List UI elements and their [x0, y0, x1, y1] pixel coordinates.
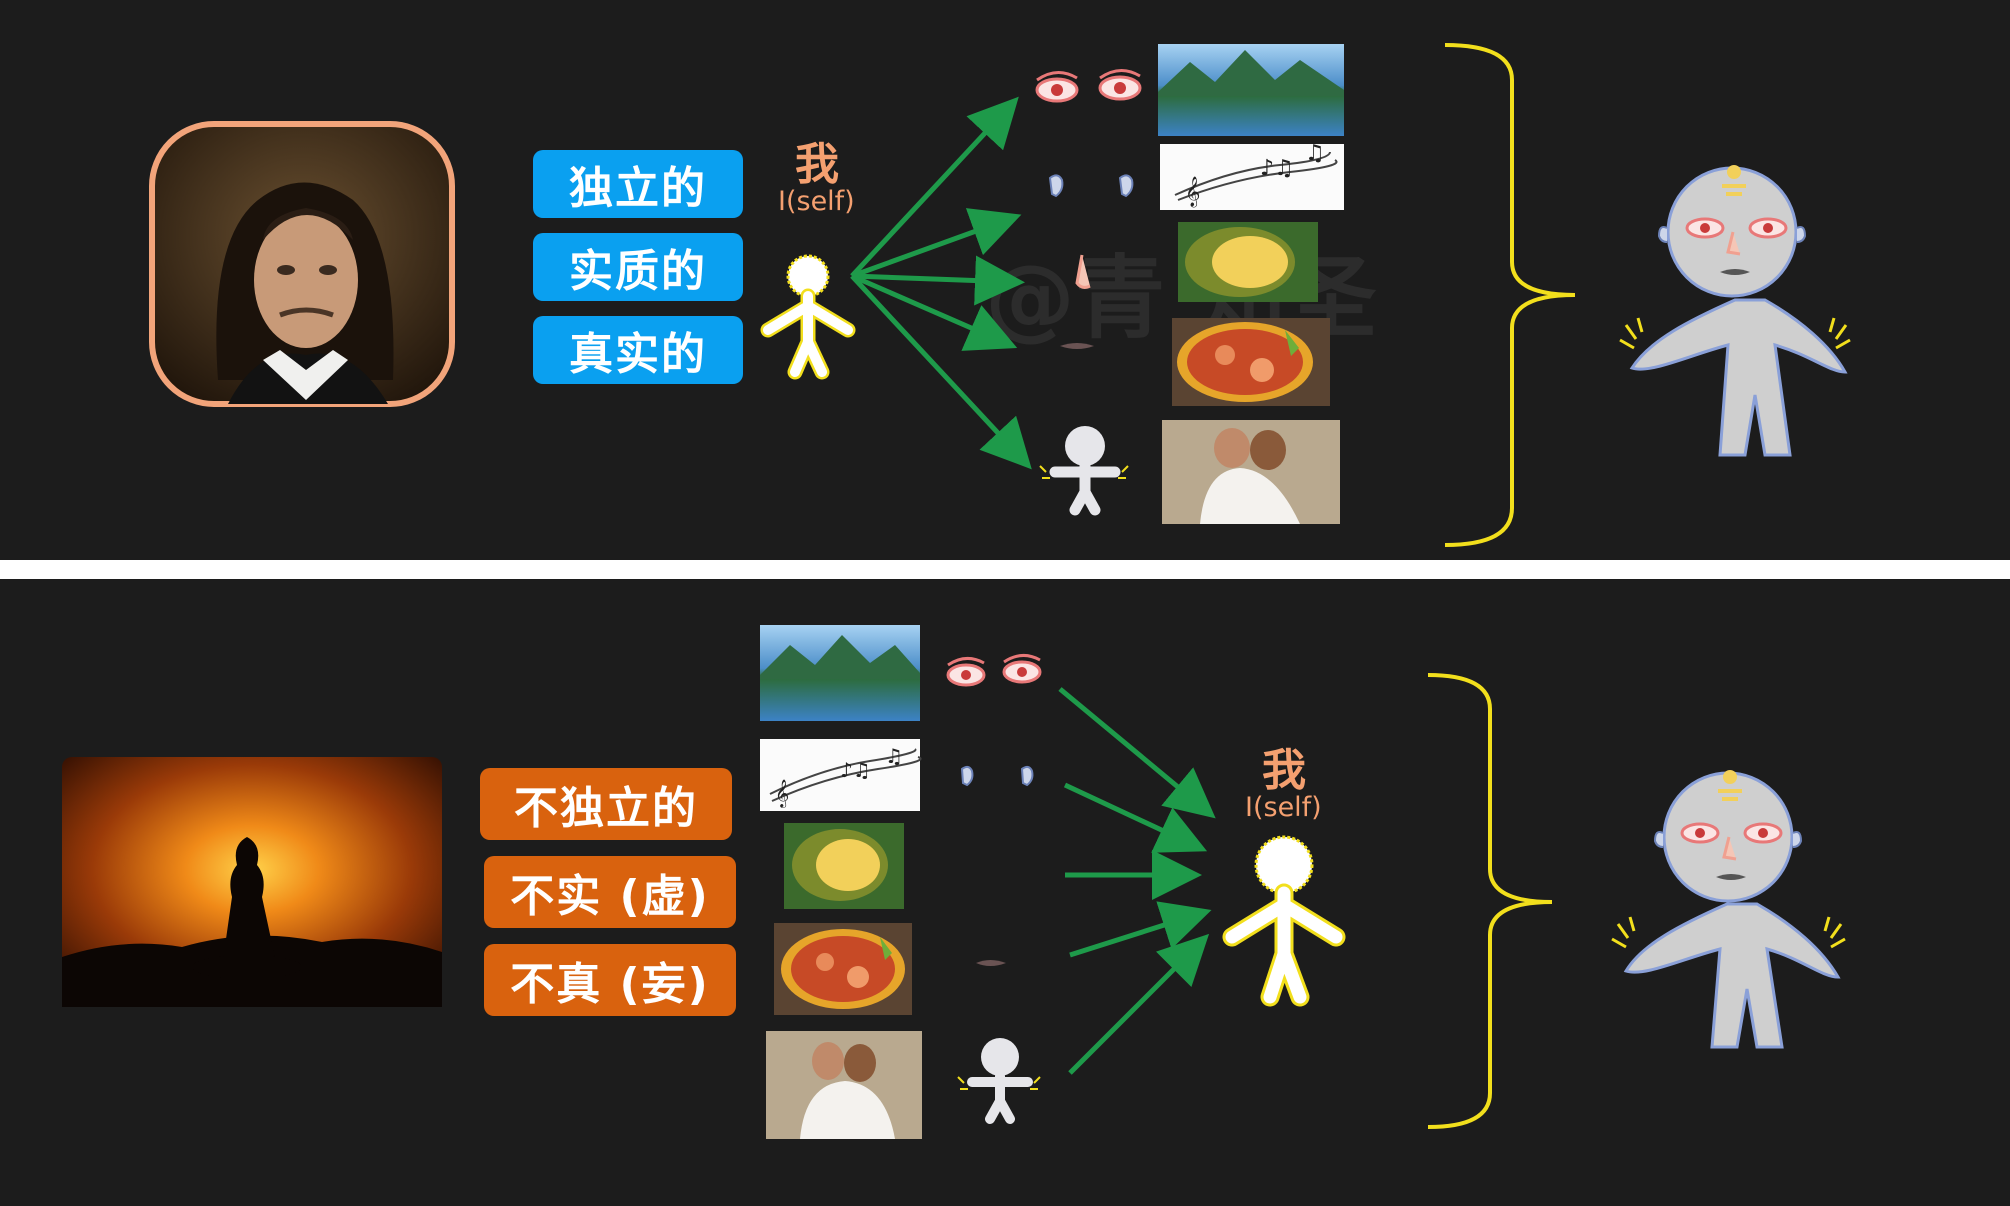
- incoming-arrows: [1058, 687, 1216, 1075]
- label-not-true-illusory: 不真 (妄): [484, 944, 736, 1016]
- label-real: 真实的: [533, 316, 743, 384]
- label-independent: 独立的: [533, 150, 743, 218]
- arrow-from-ears: [1063, 782, 1208, 853]
- ears-icon: [960, 765, 1034, 787]
- self-char: 我: [795, 139, 839, 190]
- self-english: I(self): [778, 186, 855, 217]
- body-icon: [1039, 426, 1129, 516]
- buddha-sunset-image: [62, 757, 442, 1007]
- arrow-from-eyes: [1058, 687, 1216, 819]
- embrace-image: [1162, 420, 1340, 524]
- self-english: I(self): [1245, 792, 1322, 823]
- brace: [1427, 673, 1553, 1129]
- outgoing-arrows: [850, 96, 1032, 470]
- music-image: 𝄞 ♪♫ ♫: [1160, 141, 1344, 210]
- panel-bottom: 不独立的 不实 (虚) 不真 (妄) 我 I(self) 𝄞 ♪♫ ♫: [0, 579, 2010, 1206]
- svg-text:♪♫: ♪♫: [840, 758, 871, 782]
- panel-divider: [0, 560, 2010, 579]
- whole-self-figure: [1619, 165, 1851, 457]
- bottom-diagram: 𝄞 ♪♫ ♫: [760, 625, 1846, 1139]
- ears-icon: [1048, 174, 1134, 198]
- arrow-from-mouth: [1069, 901, 1212, 958]
- body-icon: [957, 1038, 1041, 1124]
- eyes-icon: [946, 654, 1042, 687]
- food-image: [1172, 318, 1330, 406]
- top-diagram: 𝄞 ♪♫ ♫: [760, 43, 1851, 547]
- mouth-icon: [976, 960, 1006, 966]
- arrow-to-mouth: [851, 273, 1018, 351]
- mouth-icon: [1060, 343, 1094, 349]
- durian-image: [1178, 222, 1318, 302]
- label-substantial: 实质的: [533, 233, 743, 301]
- whole-self-figure: [1611, 770, 1846, 1049]
- landscape-image: [760, 625, 920, 721]
- food-image: [774, 923, 912, 1015]
- music-image: 𝄞 ♪♫ ♫: [760, 739, 922, 811]
- arrow-to-ears: [851, 208, 1022, 279]
- label-not-independent: 不独立的: [480, 768, 732, 840]
- portrait-image: [149, 121, 455, 407]
- arrow-to-eyes: [850, 96, 1019, 278]
- durian-image: [784, 823, 904, 909]
- self-char: 我: [1262, 745, 1306, 796]
- landscape-image: [1158, 44, 1344, 136]
- panel-top: @青 知圣 独立的 实质的 真实的 我 I(self): [0, 0, 2010, 560]
- svg-text:♪♫: ♪♫: [1260, 156, 1294, 181]
- embrace-image: [766, 1031, 922, 1139]
- svg-text:♫: ♫: [1305, 141, 1325, 166]
- eyes-icon: [1035, 69, 1142, 103]
- svg-text:𝄞: 𝄞: [775, 779, 789, 808]
- self-figure: [1222, 835, 1346, 1007]
- label-not-real-empty: 不实 (虚): [484, 856, 736, 928]
- arrow-to-nose: [851, 255, 1025, 306]
- svg-text:♫: ♫: [885, 744, 903, 768]
- self-figure: [760, 254, 856, 380]
- arrow-from-body: [1068, 933, 1210, 1075]
- arrow-to-body: [850, 274, 1032, 470]
- svg-text:𝄞: 𝄞: [1185, 176, 1200, 208]
- nose-icon: [1075, 254, 1091, 289]
- brace: [1444, 43, 1576, 547]
